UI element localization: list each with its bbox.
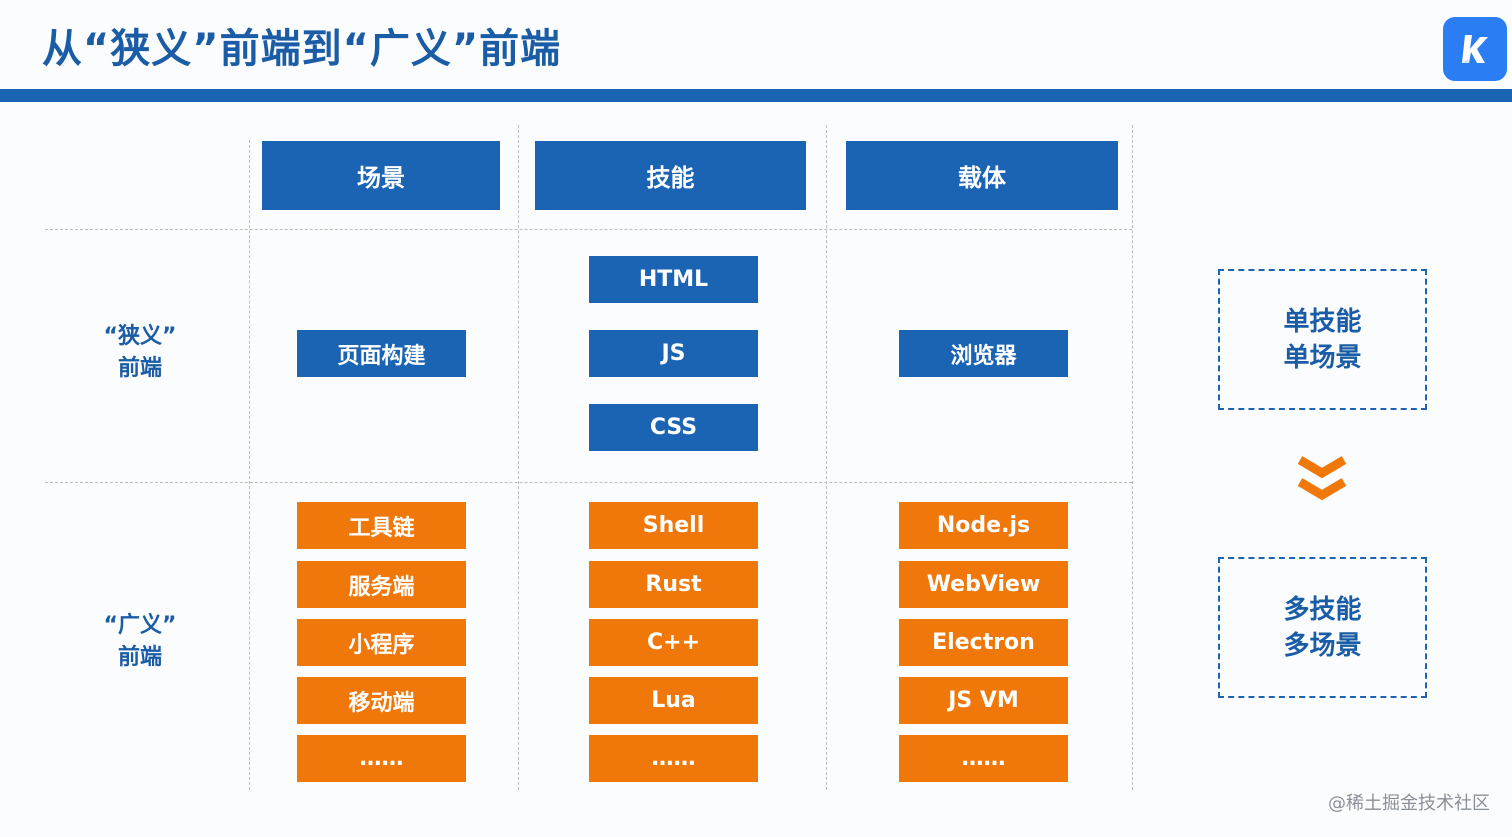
broad-scene-item: …… (297, 735, 466, 782)
row-label-narrow-line2: 前端 (117, 356, 162, 381)
summary-single-box: 单技能 单场景 (1218, 269, 1427, 410)
row-label-broad-line1: “广义” (103, 613, 177, 638)
broad-scene-item: 工具链 (297, 502, 466, 549)
k-logo-glyph (1462, 35, 1488, 63)
page-title: 从“狭义”前端到“广义”前端 (42, 26, 562, 72)
title-divider (0, 89, 1512, 102)
narrow-carrier-item: 浏览器 (899, 330, 1068, 377)
summary-multi-line1: 多技能 (1283, 594, 1362, 625)
row-label-narrow: “狭义” 前端 (80, 321, 200, 385)
broad-scene-item: 小程序 (297, 619, 466, 666)
broad-carrier-item: Node.js (899, 502, 1068, 549)
grid-line-horizontal-2 (45, 482, 1132, 483)
broad-skill-item: C++ (589, 619, 758, 666)
column-header-scene: 场景 (262, 141, 500, 210)
narrow-skill-item: HTML (589, 256, 758, 303)
column-header-skill: 技能 (535, 141, 806, 210)
broad-carrier-item: Electron (899, 619, 1068, 666)
narrow-skill-item: JS (589, 330, 758, 377)
grid-line-vertical-1 (249, 140, 250, 790)
grid-line-horizontal-1 (45, 229, 1132, 230)
row-label-broad-line2: 前端 (117, 645, 162, 670)
broad-scene-item: 移动端 (297, 677, 466, 724)
k-logo-icon (1443, 17, 1507, 81)
grid-line-vertical-3 (826, 125, 827, 790)
grid-line-vertical-2 (518, 125, 519, 790)
double-chevron-down-icon (1297, 456, 1347, 501)
watermark-text: @稀土掘金技术社区 (1328, 793, 1490, 814)
summary-single-line1: 单技能 (1283, 306, 1362, 337)
broad-carrier-item: WebView (899, 561, 1068, 608)
summary-multi-box: 多技能 多场景 (1218, 557, 1427, 698)
broad-scene-item: 服务端 (297, 561, 466, 608)
broad-skill-item: …… (589, 735, 758, 782)
row-label-broad: “广义” 前端 (80, 610, 200, 674)
summary-single-line2: 单场景 (1283, 342, 1362, 373)
broad-skill-item: Rust (589, 561, 758, 608)
broad-carrier-item: JS VM (899, 677, 1068, 724)
row-label-narrow-line1: “狭义” (103, 324, 177, 349)
narrow-skill-item: CSS (589, 404, 758, 451)
column-header-carrier: 载体 (846, 141, 1118, 210)
broad-skill-item: Lua (589, 677, 758, 724)
narrow-scene-item: 页面构建 (297, 330, 466, 377)
grid-line-vertical-4 (1132, 125, 1133, 790)
summary-multi-line2: 多场景 (1283, 630, 1362, 661)
broad-carrier-item: …… (899, 735, 1068, 782)
broad-skill-item: Shell (589, 502, 758, 549)
